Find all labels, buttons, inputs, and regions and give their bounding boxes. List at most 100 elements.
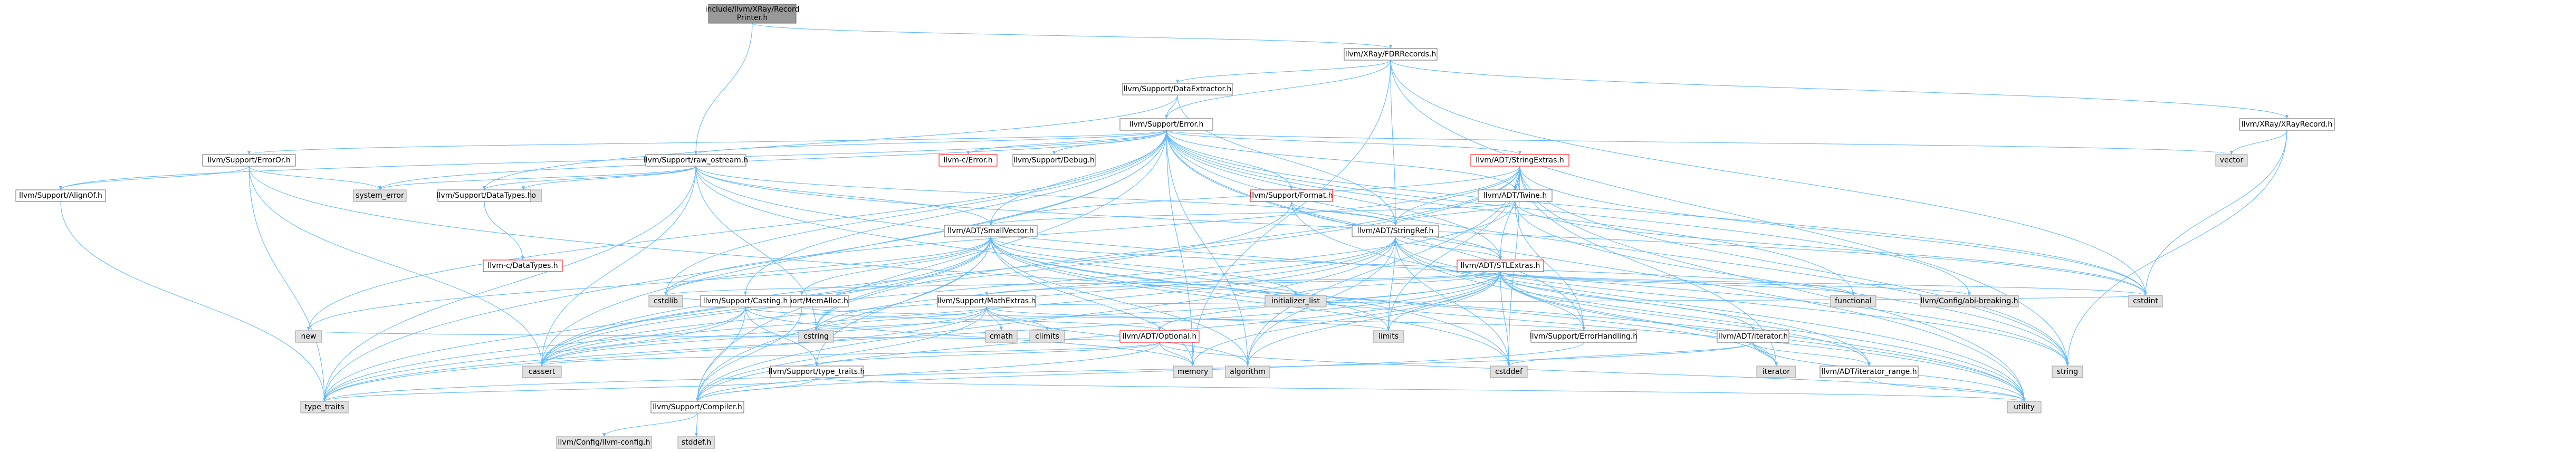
edge-optional-to-compiler <box>696 342 1160 402</box>
graph-node-system-error[interactable]: system_error <box>353 189 407 202</box>
graph-node-llvm-config[interactable]: llvm/Config/llvm-config.h <box>556 436 652 449</box>
edge-math-extras-to-type-traits <box>323 306 987 402</box>
graph-node-vector[interactable]: vector <box>2215 154 2248 167</box>
node-label: llvm/Support/Format.h <box>1250 191 1333 200</box>
node-box <box>798 330 834 343</box>
edge-error-to-type-traits <box>322 130 1167 402</box>
graph-node-error[interactable]: llvm/Support/Error.h <box>1119 118 1213 131</box>
edge-string-ref-to-stl-extras <box>1395 236 1502 261</box>
edge-root-to-raw-ostream <box>694 23 753 155</box>
node-label: cstddef <box>1495 368 1523 376</box>
edge-format-to-utility <box>1291 201 2026 402</box>
graph-node-cassert[interactable]: cassert <box>522 366 562 378</box>
graph-node-algorithm[interactable]: algorithm <box>1225 366 1270 378</box>
node-label: limits <box>1378 332 1399 341</box>
node-box <box>648 295 683 307</box>
graph-node-math-extras[interactable]: llvm/Support/MathExtras.h <box>937 295 1036 307</box>
graph-node-alignof[interactable]: llvm/Support/AlignOf.h <box>15 189 106 202</box>
graph-node-data-extractor[interactable]: llvm/Support/DataExtractor.h <box>1122 83 1233 95</box>
graph-node-small-vector[interactable]: llvm/ADT/SmallVector.h <box>944 225 1038 237</box>
graph-node-adt-iterator[interactable]: llvm/ADT/iterator.h <box>1717 330 1789 343</box>
edge-string-extras-to-string <box>1519 166 2070 367</box>
edge-type-traits-h-to-utility <box>816 377 2026 402</box>
graph-node-iterator[interactable]: iterator <box>1756 366 1796 378</box>
edge-error-to-system-error <box>378 130 1167 190</box>
graph-node-climits[interactable]: climits <box>1029 330 1065 343</box>
node-label: llvm/ADT/StringExtras.h <box>1476 156 1564 165</box>
graph-node-stddef[interactable]: stddef.h <box>677 436 715 449</box>
node-box <box>1225 366 1270 378</box>
edge-fdr-records-to-string-ref <box>1390 60 1397 226</box>
node-box <box>295 330 322 343</box>
graph-node-c-data-types[interactable]: llvm-c/DataTypes.h <box>483 259 563 272</box>
graph-node-cstdlib[interactable]: cstdlib <box>648 295 683 307</box>
graph-node-error-handling[interactable]: llvm/Support/ErrorHandling.h <box>1530 330 1637 343</box>
graph-node-format[interactable]: llvm/Support/Format.h <box>1250 189 1333 202</box>
edge-string-ref-to-compiler <box>695 236 1396 402</box>
graph-node-optional[interactable]: llvm/ADT/Optional.h <box>1119 330 1200 343</box>
node-label: llvm/Config/abi-breaking.h <box>1920 297 2018 305</box>
node-label: llvm/ADT/iterator.h <box>1718 332 1788 341</box>
edge-twine-to-small-vector <box>989 201 1516 226</box>
node-box <box>1830 295 1876 307</box>
graph-node-initializer-list[interactable]: initializer_list <box>1265 295 1327 307</box>
graph-node-debug[interactable]: llvm/Support/Debug.h <box>1012 154 1096 167</box>
graph-node-string[interactable]: string <box>2052 366 2083 378</box>
graph-node-utility[interactable]: utility <box>2007 401 2042 413</box>
node-box <box>1820 366 1919 378</box>
graph-node-raw-ostream[interactable]: llvm/Support/raw_ostream.h <box>644 154 748 167</box>
node-box <box>1029 330 1065 343</box>
graph-node-string-extras[interactable]: llvm/ADT/StringExtras.h <box>1470 154 1569 167</box>
graph-node-c-error[interactable]: llvm-c/Error.h <box>939 154 998 167</box>
edge-string-extras-to-iterator <box>1519 166 1778 367</box>
graph-node-functional[interactable]: functional <box>1830 295 1876 307</box>
edge-errorstr-to-alignof <box>59 166 250 190</box>
edge-alignof-to-type-traits <box>60 201 327 402</box>
graph-node-type-traits-h[interactable]: llvm/Support/type_traits.h <box>769 366 865 378</box>
node-box <box>1920 295 2019 307</box>
node-label: llvm/XRay/XRayRecord.h <box>2242 120 2333 129</box>
graph-node-cstring[interactable]: cstring <box>798 330 834 343</box>
edge-raw-ostream-to-data-types <box>483 166 696 190</box>
edge-stl-extras-to-cstdlib <box>664 271 1501 296</box>
graph-node-twine[interactable]: llvm/ADT/Twine.h <box>1478 189 1553 202</box>
graph-node-xray-record[interactable]: llvm/XRay/XRayRecord.h <box>2239 118 2335 131</box>
graph-node-new[interactable]: new <box>295 330 322 343</box>
node-box <box>1250 189 1333 202</box>
edge-xray-record-to-cstdint <box>2143 130 2287 296</box>
graph-node-cstddef[interactable]: cstddef <box>1490 366 1528 378</box>
edge-error-to-string <box>1166 130 2070 367</box>
edges-layer <box>59 23 2288 437</box>
graph-node-compiler[interactable]: llvm/Support/Compiler.h <box>650 401 744 413</box>
node-label: stddef.h <box>682 438 711 447</box>
graph-node-iterator-range[interactable]: llvm/ADT/iterator_range.h <box>1820 366 1919 378</box>
graph-node-cstdint[interactable]: cstdint <box>2128 295 2163 307</box>
node-label: llvm/Support/Casting.h <box>703 297 788 305</box>
edge-small-vector-to-utility <box>990 236 2026 402</box>
node-box <box>1457 259 1544 272</box>
node-label: llvm/Support/Compiler.h <box>653 403 742 411</box>
edge-small-vector-to-initializer-list <box>990 236 1298 296</box>
graph-node-limits[interactable]: limits <box>1373 330 1404 343</box>
graph-node-cmath[interactable]: cmath <box>985 330 1018 343</box>
graph-node-type-traits[interactable]: type_traits <box>300 401 349 413</box>
graph-node-memory[interactable]: memory <box>1173 366 1213 378</box>
graph-node-abi-breaking[interactable]: llvm/Config/abi-breaking.h <box>1920 295 2019 307</box>
graph-node-casting[interactable]: llvm/Support/Casting.h <box>700 295 791 307</box>
edge-compiler-to-llvm-config <box>602 412 698 437</box>
graph-node-string-ref[interactable]: llvm/ADT/StringRef.h <box>1352 225 1439 237</box>
edge-data-types-to-c-data-types <box>484 201 525 261</box>
graph-node-fdr-records[interactable]: llvm/XRay/FDRRecords.h <box>1344 48 1438 61</box>
edge-string-ref-to-cstring <box>815 236 1396 331</box>
edge-small-vector-to-cstddef <box>990 236 1511 367</box>
edge-data-extractor-to-string-ref <box>1177 94 1397 226</box>
node-label: new <box>301 332 317 341</box>
graph-node-errorstr[interactable]: llvm/Support/ErrorOr.h <box>202 154 296 167</box>
graph-node-stl-extras[interactable]: llvm/ADT/STLExtras.h <box>1457 259 1544 272</box>
edge-type-traits-h-to-compiler <box>695 377 817 402</box>
graph-node-data-types[interactable]: llvm/Support/DataTypes.h <box>437 189 532 202</box>
edge-math-extras-to-algorithm <box>986 306 1250 367</box>
edge-raw-ostream-to-string-ref <box>695 166 1397 226</box>
